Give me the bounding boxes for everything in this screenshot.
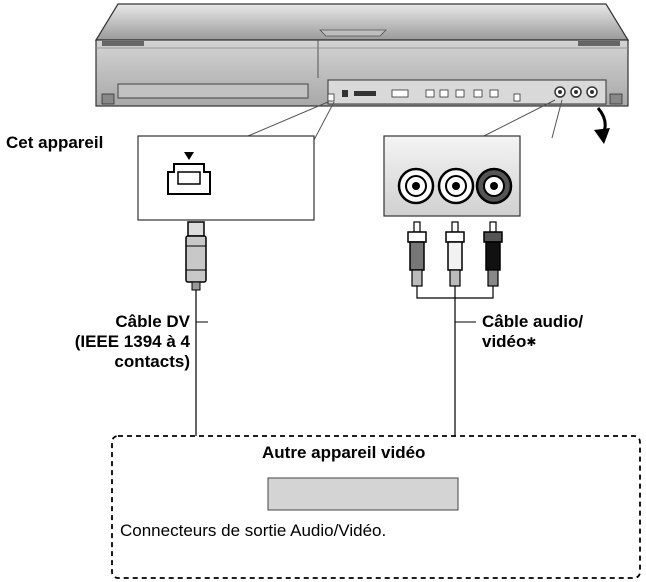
recorder-device: [94, 3, 630, 107]
dv-cable-label-line1: Câble DV: [115, 312, 190, 331]
other-device-title: Autre appareil vidéo: [262, 443, 426, 462]
av-cable-label-line1: Câble audio/: [482, 312, 584, 331]
zoom-callout-lines: [247, 99, 563, 141]
other-video-device: [111, 435, 641, 579]
output-connectors-label: Connecteurs de sortie Audio/Vidéo.: [120, 521, 387, 540]
port-orientation-arrow-icon: [184, 152, 194, 160]
dv-port-callout: [137, 135, 315, 221]
this-unit-label: Cet appareil: [6, 133, 104, 152]
av-cable-label-line2-wrap: vidéo✱: [482, 332, 583, 352]
av-jacks-callout: [383, 135, 521, 217]
dv-cable-label-line2: (IEEE 1394 à 4: [74, 332, 190, 351]
dv-cable-label: Câble DV (IEEE 1394 à 4 contacts): [75, 312, 190, 372]
dv-cable: [185, 221, 208, 436]
av-cable-label: Câble audio/ vidéo✱: [482, 312, 583, 352]
device-front-panel: [267, 477, 459, 511]
footnote-asterisk: ✱: [526, 335, 537, 349]
av-cable-label-line2: vidéo: [482, 332, 527, 351]
av-cable: [407, 221, 503, 436]
dv-cable-label-line3: contacts): [114, 352, 190, 371]
